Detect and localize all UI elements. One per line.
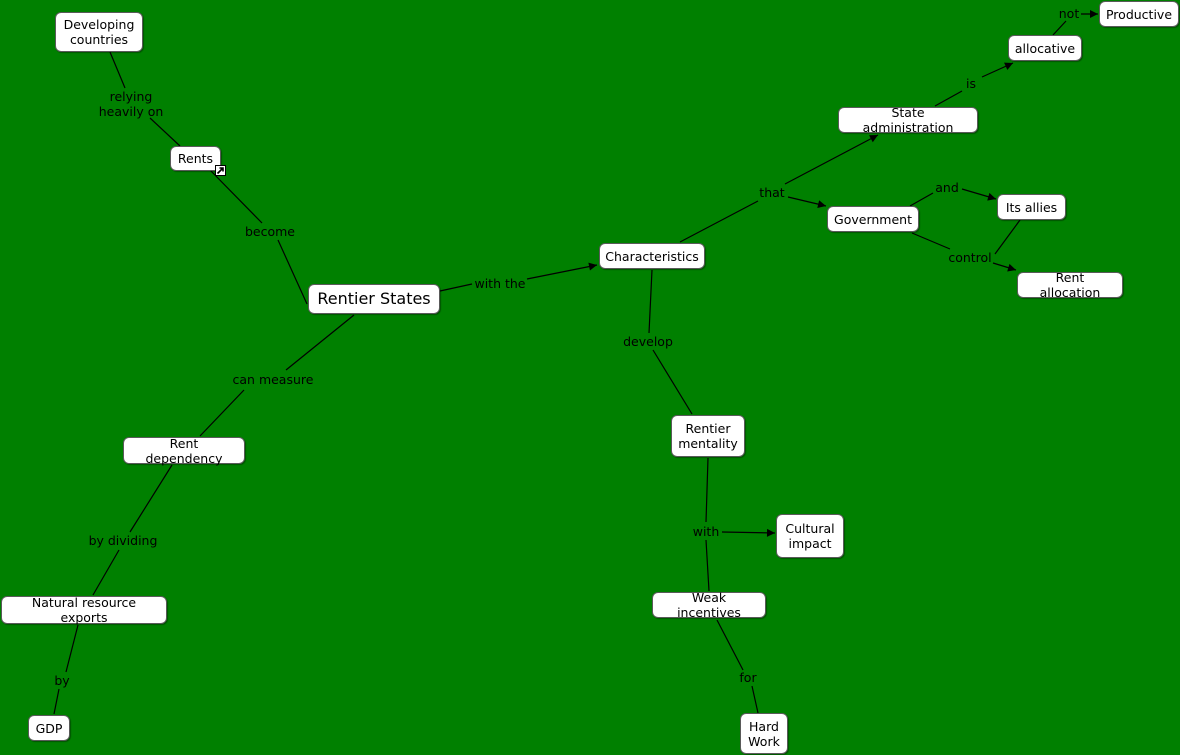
link-label-develop: develop <box>623 334 673 349</box>
line-rents-to-become <box>209 169 263 224</box>
line-that-to-state-administration <box>784 134 879 185</box>
concept-hard-work[interactable]: Hard Work <box>740 713 788 754</box>
concept-rent-dependency[interactable]: Rent dependency <box>123 436 245 466</box>
line-with-to-weak-incentives <box>705 539 710 592</box>
concept-natural-resource-exports[interactable]: Natural resource exports <box>1 595 167 625</box>
line-control-to-rent-allocation <box>992 262 1017 272</box>
line-by-to-gdp <box>53 688 60 715</box>
concept-developing-countries[interactable]: Developing countries <box>55 12 143 52</box>
link-label-not: not <box>1058 6 1080 21</box>
line-relying-to-rents <box>149 117 181 147</box>
concept-gdp[interactable]: GDP <box>28 715 70 741</box>
concept-government[interactable]: Government <box>827 206 919 232</box>
concept-characteristics[interactable]: Characteristics <box>599 243 705 269</box>
line-characteristics-to-that <box>679 200 759 243</box>
line-state-admin-to-is <box>934 90 963 107</box>
line-weak-incentives-to-for <box>716 619 744 671</box>
link-label-control: control <box>948 250 992 265</box>
line-with-the-to-characteristics <box>526 262 598 280</box>
line-rent-dependency-to-by-dividing <box>129 464 173 533</box>
concept-its-allies[interactable]: Its allies <box>997 194 1066 220</box>
concept-weak-incentives[interactable]: Weak incentives <box>652 590 766 620</box>
external-link-arrow-icon[interactable] <box>215 165 226 176</box>
concept-productive[interactable]: Productive <box>1099 1 1179 27</box>
line-rentier-states-to-can-measure <box>285 314 355 371</box>
line-rentier-states-to-with-the <box>439 283 473 292</box>
line-government-to-control <box>911 232 951 250</box>
link-label-that: that <box>759 185 785 200</box>
link-label-is: is <box>966 76 976 91</box>
line-by-dividing-to-natural-resource-exports <box>92 549 120 596</box>
line-its-allies-to-control <box>994 219 1021 255</box>
concept-rentier-mentality[interactable]: Rentier mentality <box>671 415 745 457</box>
line-allocative-to-not <box>1052 20 1067 36</box>
concept-cultural-impact[interactable]: Cultural impact <box>776 514 844 558</box>
link-label-by-dividing: by dividing <box>88 533 158 548</box>
line-is-to-allocative <box>981 62 1014 78</box>
line-and-to-its-allies <box>961 188 997 201</box>
line-become-to-rentier-states <box>277 239 308 305</box>
line-characteristics-to-develop <box>648 269 653 334</box>
concept-state-administration[interactable]: State administration <box>838 105 978 135</box>
link-label-become: become <box>244 224 295 239</box>
concept-rentier-states[interactable]: Rentier States <box>308 284 440 314</box>
line-with-to-cultural-impact <box>721 528 776 537</box>
line-developing-countries-to-relying <box>109 51 126 89</box>
line-natural-resource-exports-to-by <box>65 624 79 673</box>
concept-rents[interactable]: Rents <box>170 146 221 171</box>
link-label-by: by <box>54 673 70 688</box>
link-label-for: for <box>739 670 757 685</box>
link-label-with-the: with the <box>474 276 526 291</box>
link-label-and: and <box>935 180 959 195</box>
line-rentier-mentality-to-with <box>705 457 709 523</box>
concept-allocative[interactable]: allocative <box>1008 35 1082 61</box>
line-can-measure-to-rent-dependency <box>199 389 245 437</box>
link-label-with: with <box>692 524 720 539</box>
line-that-to-government <box>787 196 827 209</box>
link-label-can-measure: can measure <box>232 372 314 387</box>
concept-rent-allocation[interactable]: Rent allocation <box>1017 270 1123 300</box>
line-for-to-hard-work <box>751 685 759 714</box>
line-develop-to-rentier-mentality <box>652 349 693 415</box>
line-government-to-and <box>909 192 934 207</box>
link-label-relying-heavily-on: relying heavily on <box>98 89 164 119</box>
